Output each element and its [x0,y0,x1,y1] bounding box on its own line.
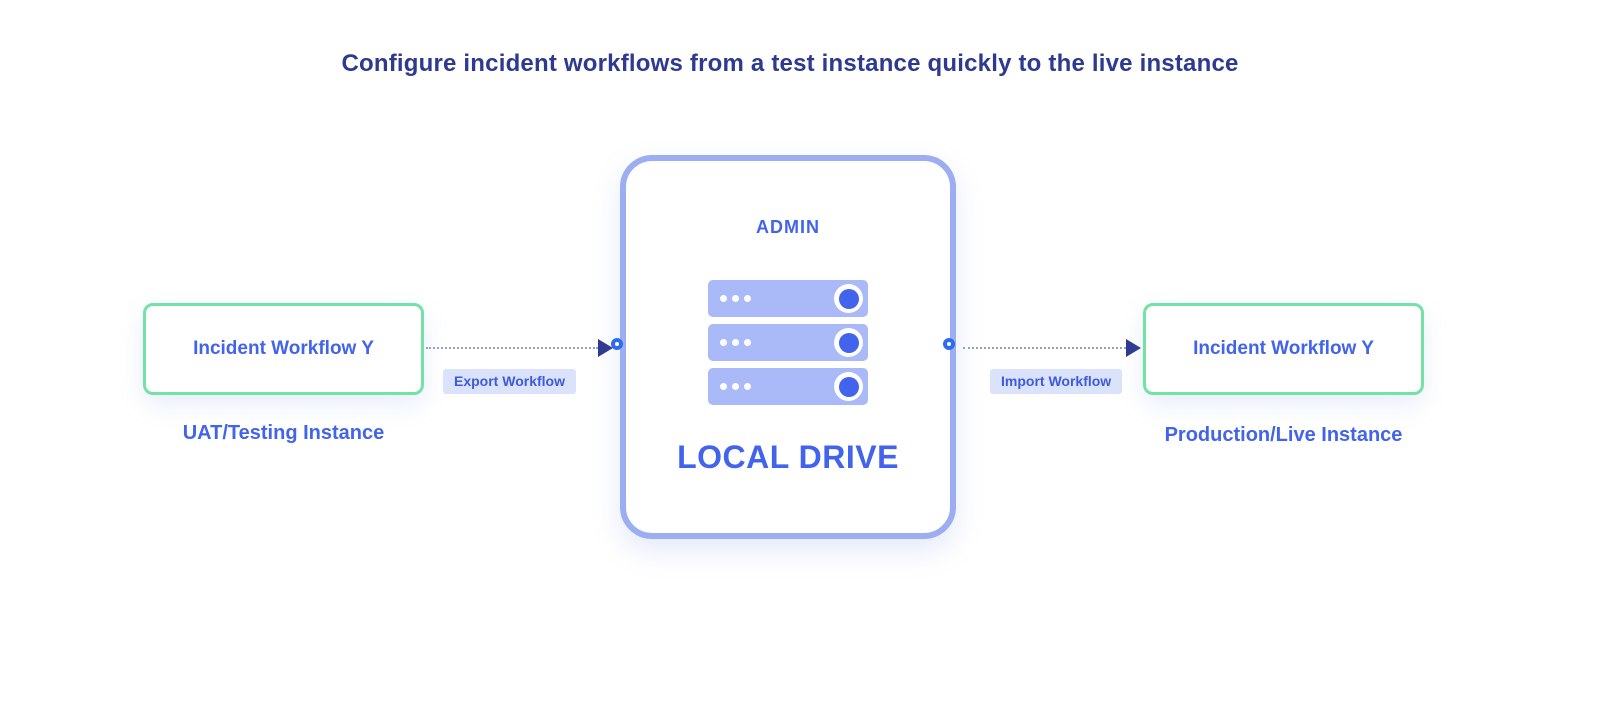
connector-port-left-icon [611,338,623,350]
export-flow-line [426,347,598,349]
local-drive-node: ADMIN [620,155,956,539]
server-dots-icon [720,339,751,346]
uat-workflow-label: Incident Workflow Y [193,338,374,359]
uat-instance-caption: UAT/Testing Instance [182,422,385,444]
local-drive-title: LOCAL DRIVE [677,439,899,475]
server-dots-icon [720,383,751,390]
server-stack-icon [708,280,868,405]
server-row-icon [708,324,868,361]
export-arrowhead-icon [598,339,613,357]
connector-port-right-icon [943,338,955,350]
production-workflow-node: Incident Workflow Y [1143,303,1424,395]
export-workflow-badge: Export Workflow [443,369,576,394]
admin-heading: ADMIN [756,217,820,237]
production-workflow-label: Incident Workflow Y [1193,338,1374,359]
import-workflow-badge: Import Workflow [990,369,1123,394]
server-row-icon [708,280,868,317]
server-row-icon [708,368,868,405]
import-arrowhead-icon [1126,339,1141,357]
server-led-icon [834,372,863,401]
server-dots-icon [720,295,751,302]
import-flow-line [963,347,1126,349]
diagram-title: Configure incident workflows from a test… [341,50,1239,77]
uat-workflow-node: Incident Workflow Y [143,303,424,395]
server-led-icon [834,284,863,313]
server-led-icon [834,328,863,357]
production-instance-caption: Production/Live Instance [1164,424,1403,446]
